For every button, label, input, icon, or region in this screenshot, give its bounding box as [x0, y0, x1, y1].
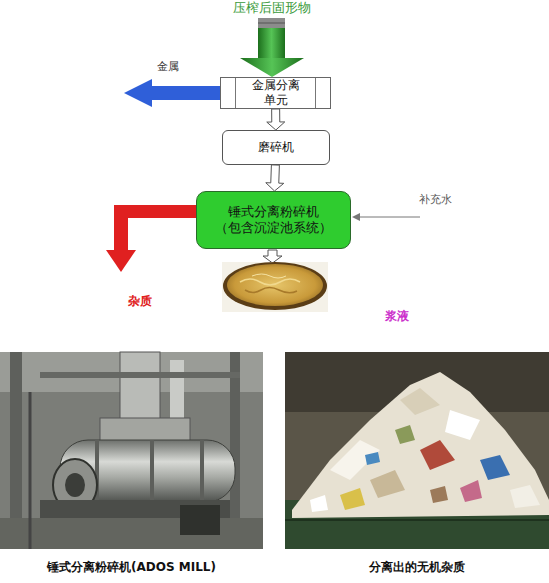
water-input-arrow [352, 213, 420, 221]
input-arrow [240, 18, 304, 77]
node-text: 磨碎机 [258, 140, 294, 155]
impurity-output-arrow [106, 205, 197, 272]
metal-output-arrow [124, 79, 220, 107]
slurry-photo [222, 262, 328, 312]
water-label: 补充水 [405, 193, 465, 207]
output-label: 金属 [148, 60, 188, 74]
mill-box: 锤式分离粉碎机（包含沉淀池系统） [196, 191, 351, 249]
node-text: （包含沉淀池系统） [215, 220, 332, 236]
grinder-box: 磨碎机 [222, 130, 330, 165]
separation-unit-box: 金属分离单元 [220, 77, 331, 109]
slurry-arrow [263, 250, 282, 263]
slurry-label: 浆液 [372, 309, 422, 324]
flow-arrow [267, 109, 285, 130]
node-text: 金属分离单元 [250, 78, 301, 108]
flow-arrow [266, 165, 284, 191]
impurity-label: 杂质 [120, 294, 160, 309]
impurities-photo [285, 352, 549, 549]
photo-caption: 锤式分离粉碎机(ADOS MILL) [0, 560, 263, 575]
node-text: 锤式分离粉碎机 [228, 204, 319, 220]
input-label: 压榨后固形物 [202, 0, 342, 16]
photo-caption: 分离出的无机杂质 [285, 560, 549, 575]
mill-photo [0, 352, 263, 549]
